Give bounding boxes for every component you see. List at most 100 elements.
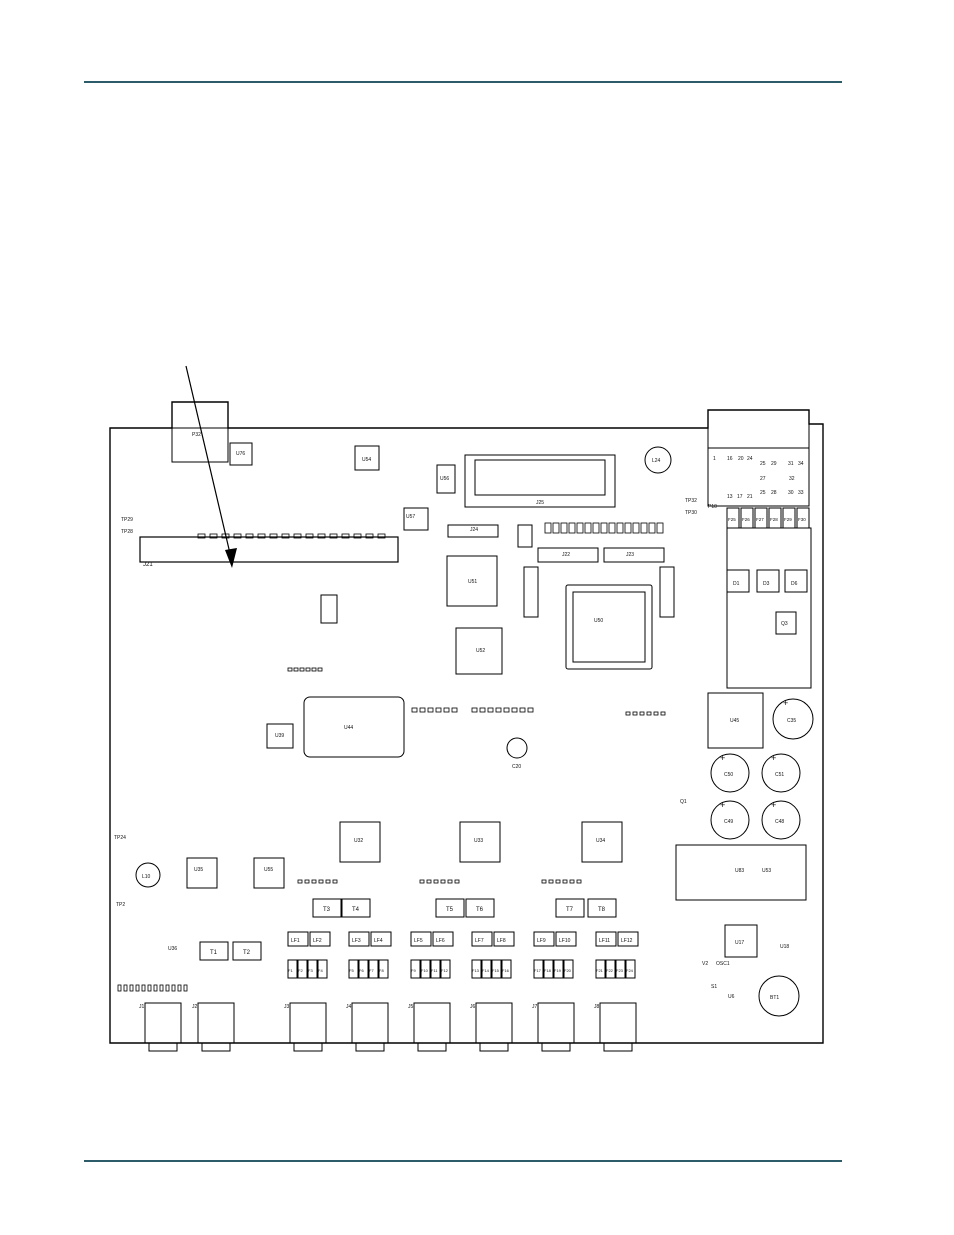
part-label: D1	[733, 581, 740, 587]
part-label: Q1	[680, 799, 687, 805]
jack-tab	[148, 1042, 178, 1052]
connector-p32	[171, 401, 229, 463]
connector-label: J23	[626, 552, 634, 558]
transformer-label: T5	[446, 907, 454, 913]
part-label: TP28	[121, 529, 133, 535]
fuse-label: F21	[596, 968, 604, 973]
transformer-label: T4	[352, 907, 360, 913]
smd-part	[325, 879, 331, 884]
rj-jack	[413, 1002, 451, 1044]
smd-part	[419, 707, 426, 713]
connector-j25	[464, 454, 616, 508]
part-label: L24	[652, 458, 661, 464]
line-filter	[555, 931, 577, 947]
connector-label: P32	[192, 432, 201, 438]
smd-part	[576, 522, 584, 534]
smd-part	[311, 879, 317, 884]
smd-part	[454, 879, 460, 884]
transformer-label: T2	[243, 950, 251, 956]
fuse-label: F20	[564, 968, 572, 973]
smd-part	[624, 522, 632, 534]
fuse	[358, 959, 369, 979]
fuse-label: F18	[544, 968, 552, 973]
fuse-label: F19	[554, 968, 562, 973]
smd-part	[353, 533, 362, 539]
fuse	[625, 959, 636, 979]
smd-part	[495, 707, 502, 713]
smd-part	[592, 522, 600, 534]
smd-part	[305, 667, 311, 672]
smd-part	[648, 522, 656, 534]
smd-part	[632, 711, 638, 716]
part-label: U35	[194, 867, 203, 873]
smd-part	[341, 533, 350, 539]
smd-part	[562, 879, 568, 884]
line-filter	[533, 931, 555, 947]
smd-part	[433, 879, 439, 884]
part-label: TP24	[114, 835, 126, 841]
smd-part	[639, 711, 645, 716]
smd-part	[245, 533, 254, 539]
smd-part	[487, 707, 494, 713]
pin-number: 28	[771, 490, 777, 496]
part-label: L10	[142, 874, 151, 880]
part-label: U17	[735, 940, 744, 946]
fuse	[378, 959, 389, 979]
jack-label: J6	[470, 1004, 476, 1010]
fuse	[543, 959, 554, 979]
transformer	[199, 941, 229, 961]
smd-part	[616, 522, 624, 534]
part-label: U44	[344, 725, 353, 731]
connector-p10	[707, 409, 810, 507]
power-section	[675, 527, 812, 901]
part-label: U54	[362, 457, 371, 463]
fuse-label: F27	[756, 517, 764, 522]
smd-part	[177, 984, 182, 992]
part-label: U34	[596, 838, 605, 844]
smd-part	[304, 879, 310, 884]
smd-part	[171, 984, 176, 992]
fuse-label: F26	[742, 517, 750, 522]
polarity-mark: +	[771, 753, 776, 763]
jack-tab	[541, 1042, 571, 1052]
transformer-label: T3	[323, 907, 331, 913]
jack-tab	[355, 1042, 385, 1052]
rj-jack	[537, 1002, 575, 1044]
fuse-label: F23	[616, 968, 624, 973]
fuse-label: F30	[798, 517, 806, 522]
jack-tab	[603, 1042, 633, 1052]
fuse-label: F12	[441, 968, 449, 973]
pin-number: 17	[737, 494, 743, 500]
pin-number: 31	[788, 461, 794, 467]
fuse-label: F17	[534, 968, 542, 973]
smd-part	[560, 522, 568, 534]
smd-part	[527, 707, 534, 713]
fuse	[563, 959, 574, 979]
smd-part	[141, 984, 146, 992]
line-filter-label: LF9	[537, 938, 546, 944]
smd-part	[311, 667, 317, 672]
smd-part	[165, 984, 170, 992]
fuse	[501, 959, 512, 979]
bottom-rule	[84, 1160, 842, 1162]
fuse	[420, 959, 431, 979]
smd-part	[555, 879, 561, 884]
part-label: C51	[775, 772, 784, 778]
fuse-label: F11	[431, 968, 438, 973]
smd-part	[419, 879, 425, 884]
smd-part	[129, 984, 134, 992]
smd-part	[411, 707, 418, 713]
polarity-mark: +	[783, 698, 788, 708]
fuse-label: F1	[288, 968, 293, 973]
rj-jack	[289, 1002, 327, 1044]
transformer-label: T8	[598, 907, 606, 913]
connector-label: P10	[708, 504, 717, 510]
line-filter	[432, 931, 454, 947]
part-label: C50	[724, 772, 733, 778]
smd-part	[568, 522, 576, 534]
part-label: U52	[476, 648, 485, 654]
smd-part	[471, 707, 478, 713]
smd-part	[632, 522, 640, 534]
fuse-label: F16	[502, 968, 510, 973]
part-label: TP2	[116, 902, 125, 908]
